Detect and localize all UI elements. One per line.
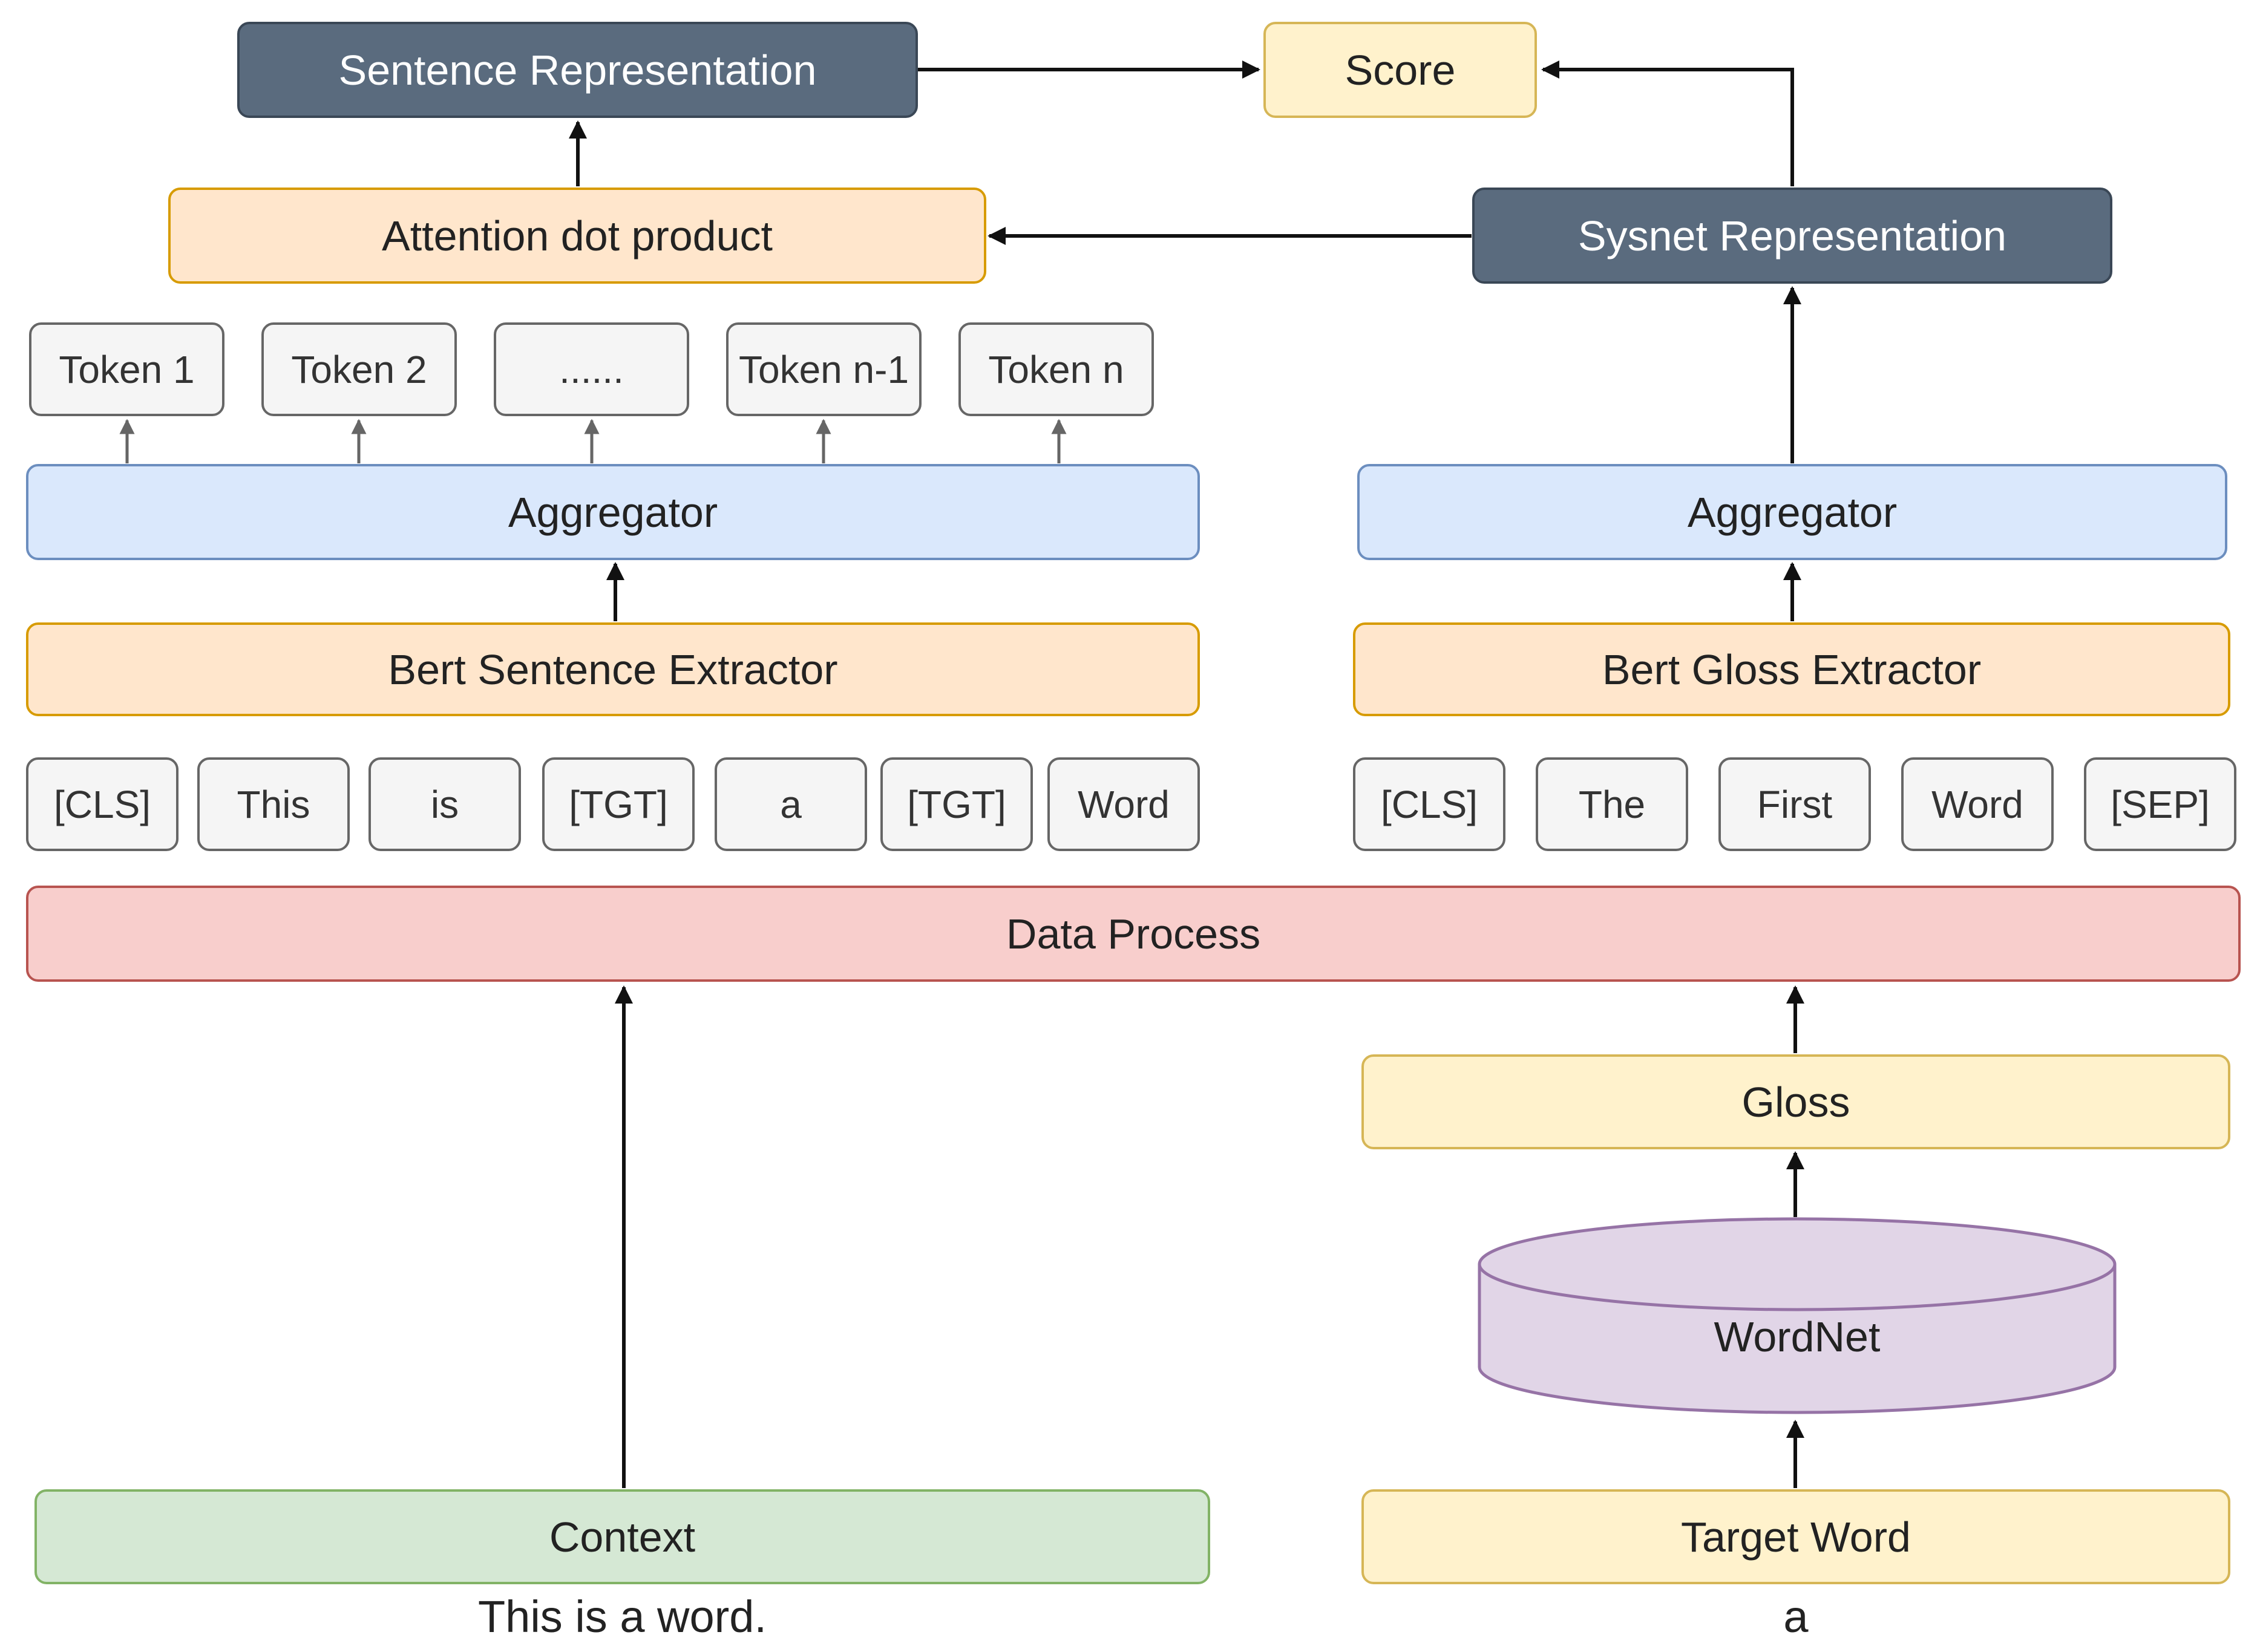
bert-gloss-extractor-node: Bert Gloss Extractor	[1353, 622, 2230, 716]
gloss-input-token: First	[1718, 757, 1871, 851]
sentence-input-token: a	[715, 757, 867, 851]
token-node: Token n	[958, 322, 1154, 416]
sentence-representation-node: Sentence Representation	[237, 22, 918, 118]
attention-dot-product-node: Attention dot product	[168, 188, 986, 284]
gloss-input-token: [SEP]	[2084, 757, 2236, 851]
bert-sentence-extractor-node: Bert Sentence Extractor	[26, 622, 1200, 716]
context-example-caption: This is a word.	[477, 1592, 767, 1642]
sentence-input-token: [TGT]	[880, 757, 1033, 851]
token-node: Token 2	[261, 322, 457, 416]
sentence-input-token: is	[368, 757, 521, 851]
token-node: ......	[494, 322, 689, 416]
gloss-input-token: Word	[1901, 757, 2054, 851]
gloss-node: Gloss	[1361, 1054, 2230, 1149]
gloss-input-token: The	[1536, 757, 1688, 851]
context-node: Context	[34, 1489, 1210, 1584]
sentence-input-token: [CLS]	[26, 757, 179, 851]
wordnet-label: WordNet	[1714, 1313, 1881, 1360]
wordnet-cylinder	[1478, 1217, 2117, 1414]
sysnet-representation-node: Sysnet Representation	[1472, 188, 2112, 284]
sentence-input-token: [TGT]	[542, 757, 695, 851]
token-node: Token 1	[29, 322, 224, 416]
token-node: Token n-1	[726, 322, 922, 416]
data-process-node: Data Process	[26, 886, 2241, 982]
target-word-node: Target Word	[1361, 1489, 2230, 1584]
target-example-caption: a	[1783, 1592, 1809, 1642]
sentence-input-token: This	[197, 757, 350, 851]
aggregator-right-node: Aggregator	[1357, 464, 2227, 560]
score-node: Score	[1263, 22, 1537, 118]
edge-sysnet-to-score	[1541, 60, 1794, 186]
gloss-input-token: [CLS]	[1353, 757, 1505, 851]
aggregator-left-node: Aggregator	[26, 464, 1200, 560]
sentence-input-token: Word	[1047, 757, 1200, 851]
